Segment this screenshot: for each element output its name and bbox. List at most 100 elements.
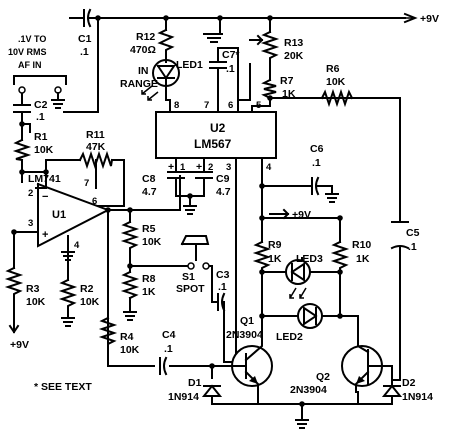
resistor-r6: R6 10K <box>320 63 354 108</box>
u1-ref: U1 <box>52 209 66 221</box>
r11-value: 47K <box>86 141 106 153</box>
q1-part: 2N3904 <box>226 329 263 341</box>
r10-value: 1K <box>356 253 370 265</box>
d2-part: 1N914 <box>402 391 433 403</box>
u1-part: LM741 <box>28 173 61 185</box>
capacitor-c5: C5 .1 <box>390 221 420 253</box>
u2-pin5: 5 <box>256 100 262 111</box>
led2-ref: LED2 <box>276 331 303 343</box>
resistor-r7: R7 1K <box>261 75 296 100</box>
s1-name: SPOT <box>176 283 205 295</box>
u1-pin4: 4 <box>74 240 80 251</box>
r2-value: 10K <box>80 296 100 308</box>
c7-value: .1 <box>226 63 235 75</box>
transistor-q2: Q2 2N3904 <box>290 339 393 396</box>
u2-pin8: 8 <box>174 100 179 111</box>
led-led1: LED1 IN RANGE <box>120 55 203 101</box>
resistor-r4: R4 10K <box>98 316 140 357</box>
r1-value: 10K <box>34 144 54 156</box>
u2-pin7: 7 <box>204 100 209 111</box>
opamp-u1: LM741 U1 − + 2 3 4 6 7 <box>28 173 111 261</box>
supply-mid-label: +9V <box>292 209 311 221</box>
c8-value: 4.7 <box>142 186 157 198</box>
potentiometer-r13: R13 20K <box>249 30 304 62</box>
resistor-r8: R8 1K <box>120 270 156 321</box>
u2-ref: U2 <box>210 121 226 135</box>
resistor-r1: R1 10K <box>12 131 54 162</box>
r4-ref: R4 <box>120 331 134 343</box>
led1-ref: LED1 <box>176 59 203 71</box>
r3-ref: R3 <box>26 283 40 295</box>
r7-value: 1K <box>282 88 296 100</box>
q1-ref: Q1 <box>240 315 254 327</box>
r5-value: 10K <box>142 236 162 248</box>
r4-value: 10K <box>120 344 140 356</box>
u1-pin7: 7 <box>84 178 89 189</box>
c2-ref: C2 <box>34 99 48 111</box>
q2-part: 2N3904 <box>290 384 327 396</box>
u1-pin2: 2 <box>28 188 33 199</box>
resistor-r5: R5 10K <box>120 220 162 251</box>
c6-value: .1 <box>312 157 321 169</box>
capacitor-c1: C1 .1 <box>78 8 92 58</box>
u1-pin3: 3 <box>28 218 33 229</box>
c1-ref: C1 <box>78 33 92 45</box>
r5-ref: R5 <box>142 223 156 235</box>
input-label-line2: 10V RMS <box>8 47 47 57</box>
capacitor-c4: C4 .1 <box>159 329 176 376</box>
led1-note1: IN <box>138 65 149 77</box>
r7-ref: R7 <box>280 75 294 87</box>
u2-pin1: 1 <box>180 162 186 173</box>
d2-ref: D2 <box>402 377 416 389</box>
r10-ref: R10 <box>352 239 371 251</box>
ic-u2: U2 LM567 8 7 6 5 1 2 3 4 <box>155 100 277 173</box>
diode-d1: D1 1N914 <box>168 377 223 403</box>
c8-plus: + <box>168 161 174 173</box>
c6-ref: C6 <box>310 143 324 155</box>
resistor-r9: R9 1K <box>252 239 282 271</box>
r2-ref: R2 <box>80 283 94 295</box>
u1-pin6: 6 <box>92 196 97 207</box>
led-led2: LED2 <box>276 303 323 343</box>
input-jack: .1V TO 10V RMS AF IN <box>8 34 67 109</box>
c8-ref: C8 <box>142 173 156 185</box>
r12-ref: R12 <box>136 31 155 43</box>
input-label-line1: .1V TO <box>18 34 46 44</box>
c9-ref: C9 <box>216 173 230 185</box>
c5-ref: C5 <box>406 227 420 239</box>
ground-symbols <box>295 419 309 429</box>
u2-pin2: 2 <box>208 162 213 173</box>
footnote: * SEE TEXT <box>34 381 92 393</box>
input-label-line3: AF IN <box>18 60 42 70</box>
supply-mid: +9V <box>269 208 311 221</box>
capacitor-c2: C2 .1 <box>13 99 48 123</box>
capacitor-c6: C6 .1 <box>310 143 339 203</box>
u1-plus: + <box>42 229 48 241</box>
transistor-q1: Q1 2N3904 <box>226 315 273 389</box>
switch-s1: S1 SPOT <box>176 243 210 295</box>
r11-ref: R11 <box>86 129 105 141</box>
supply-top: +9V <box>403 12 439 25</box>
resistor-r11: R11 47K <box>78 129 114 170</box>
q2-ref: Q2 <box>316 371 330 383</box>
led1-note2: RANGE <box>120 78 158 90</box>
capacitor-c8: + C8 4.7 <box>142 161 185 198</box>
r3-value: 10K <box>26 296 46 308</box>
u1-minus: − <box>42 191 48 203</box>
c9-value: 4.7 <box>216 186 231 198</box>
r8-value: 1K <box>142 286 156 298</box>
u2-part: LM567 <box>194 137 232 151</box>
r6-ref: R6 <box>326 63 340 75</box>
d1-part: 1N914 <box>168 391 199 403</box>
c3-value: .1 <box>218 281 227 293</box>
c9-plus: + <box>196 161 202 173</box>
r13-ref: R13 <box>284 37 303 49</box>
r9-value: 1K <box>268 253 282 265</box>
r13-value: 20K <box>284 50 304 62</box>
led3-ref: LED3 <box>296 253 323 265</box>
c1-value: .1 <box>80 46 89 58</box>
r3-supply: +9V <box>10 339 29 351</box>
c7-ref: C7* <box>222 49 240 61</box>
resistor-r3: R3 10K +9V <box>4 266 46 351</box>
